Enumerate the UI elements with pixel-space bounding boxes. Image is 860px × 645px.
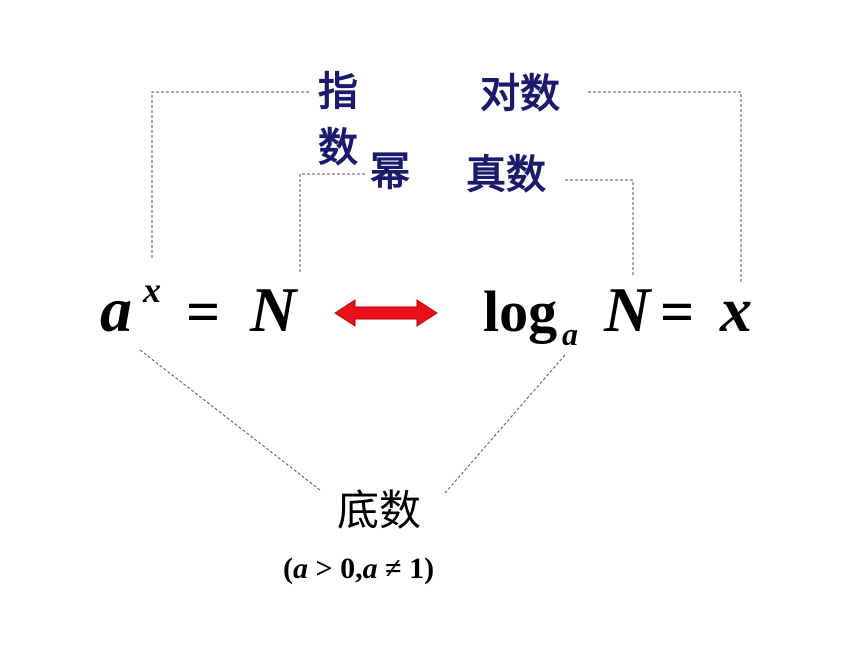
formula-result-x: x <box>720 274 752 345</box>
base-connector-left <box>139 349 321 491</box>
condition-var-a: a <box>293 552 308 585</box>
condition-not-equal: ≠ <box>385 552 402 585</box>
base-connector-right <box>444 354 566 494</box>
formula-exponent-x: x <box>143 270 161 310</box>
exponent-label-char2: 数 <box>318 125 358 171</box>
double-arrow-icon <box>334 299 438 327</box>
formula-result-n: N <box>250 274 297 345</box>
condition-zero: 0, <box>340 552 363 585</box>
power-connector <box>299 173 365 272</box>
condition-open-paren: ( <box>283 552 293 585</box>
base-condition: (a > 0,a ≠ 1) <box>283 554 434 584</box>
formula-right-equals: = <box>660 279 695 345</box>
logarithm-connector <box>588 91 742 282</box>
condition-var-a-2: a <box>362 552 378 585</box>
formula-log-subscript: a <box>562 316 578 352</box>
base-label: 底数 <box>337 486 422 535</box>
antilog-connector <box>565 179 634 275</box>
antilog-label: 真数 <box>466 152 546 198</box>
power-label: 幂 <box>370 149 410 195</box>
condition-one: 1 <box>409 552 425 585</box>
formula-base-a: a <box>100 274 132 345</box>
condition-close-paren: ) <box>424 552 435 585</box>
formula-argument-n: N <box>604 274 651 345</box>
formula-left-equals: = <box>186 279 221 345</box>
logarithm-label: 对数 <box>480 71 560 117</box>
formula-log: log <box>483 279 558 344</box>
exponent-connector <box>151 91 310 258</box>
exponent-label-char1: 指 <box>318 69 358 115</box>
condition-greater-than: > <box>315 552 333 585</box>
